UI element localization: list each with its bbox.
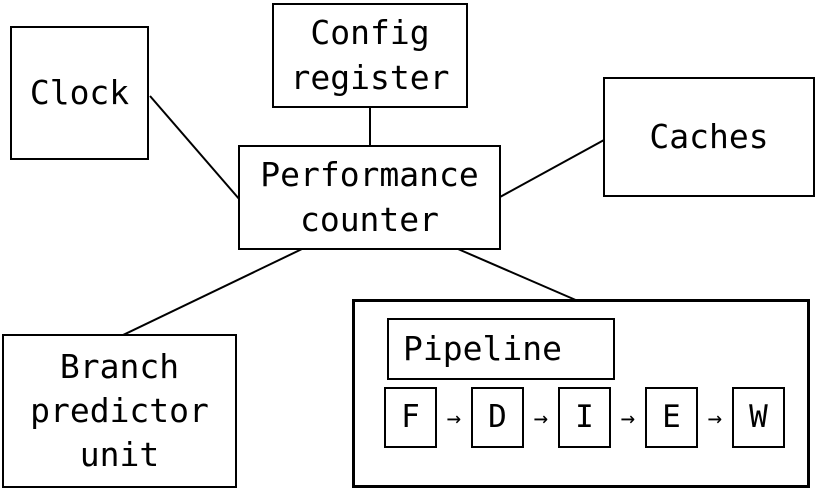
pipeline-stages-row: F → D → I → E → W [384, 387, 785, 448]
pipeline-label: Pipeline [403, 328, 562, 368]
branch-predictor-label-line2: predictor [30, 390, 209, 430]
pipeline-node: Pipeline F → D → I → E → W [352, 299, 810, 488]
config-register-node: Config register [272, 3, 468, 108]
caches-node: Caches [603, 77, 815, 197]
edge-performance-counter-caches [499, 139, 605, 198]
edge-clock-performance-counter [149, 95, 241, 201]
stage-arrow-icon: → [446, 403, 462, 432]
branch-predictor-unit-node: Branch predictor unit [2, 334, 237, 488]
pipeline-stage-decode-label: D [488, 398, 507, 435]
pipeline-stage-execute: E [645, 387, 698, 448]
config-register-label-line1: Config [310, 13, 430, 53]
clock-node: Clock [10, 26, 149, 160]
edge-performance-counter-branch-predictor [122, 248, 303, 336]
branch-predictor-label-line3: unit [79, 435, 160, 475]
stage-arrow-icon: → [533, 403, 549, 432]
config-register-label-line2: register [290, 57, 450, 97]
stage-arrow-icon: → [620, 403, 636, 432]
branch-predictor-label-line1: Branch [59, 346, 180, 386]
performance-counter-node: Performance counter [238, 145, 501, 250]
pipeline-stage-execute-label: E [662, 398, 681, 435]
performance-counter-label-line2: counter [299, 199, 440, 239]
clock-label: Clock [29, 72, 130, 112]
pipeline-stage-fetch: F [384, 387, 437, 448]
performance-counter-label-line1: Performance [260, 155, 479, 195]
pipeline-stage-writeback: W [732, 387, 785, 448]
pipeline-stage-issue-label: I [575, 398, 594, 435]
stage-arrow-icon: → [707, 403, 723, 432]
pipeline-stage-decode: D [471, 387, 524, 448]
pipeline-stage-issue: I [558, 387, 611, 448]
pipeline-label-box: Pipeline [387, 318, 615, 380]
pipeline-stage-fetch-label: F [401, 398, 420, 435]
pipeline-stage-writeback-label: W [749, 398, 768, 435]
caches-label: Caches [649, 116, 769, 156]
edge-performance-counter-pipeline [457, 248, 579, 302]
